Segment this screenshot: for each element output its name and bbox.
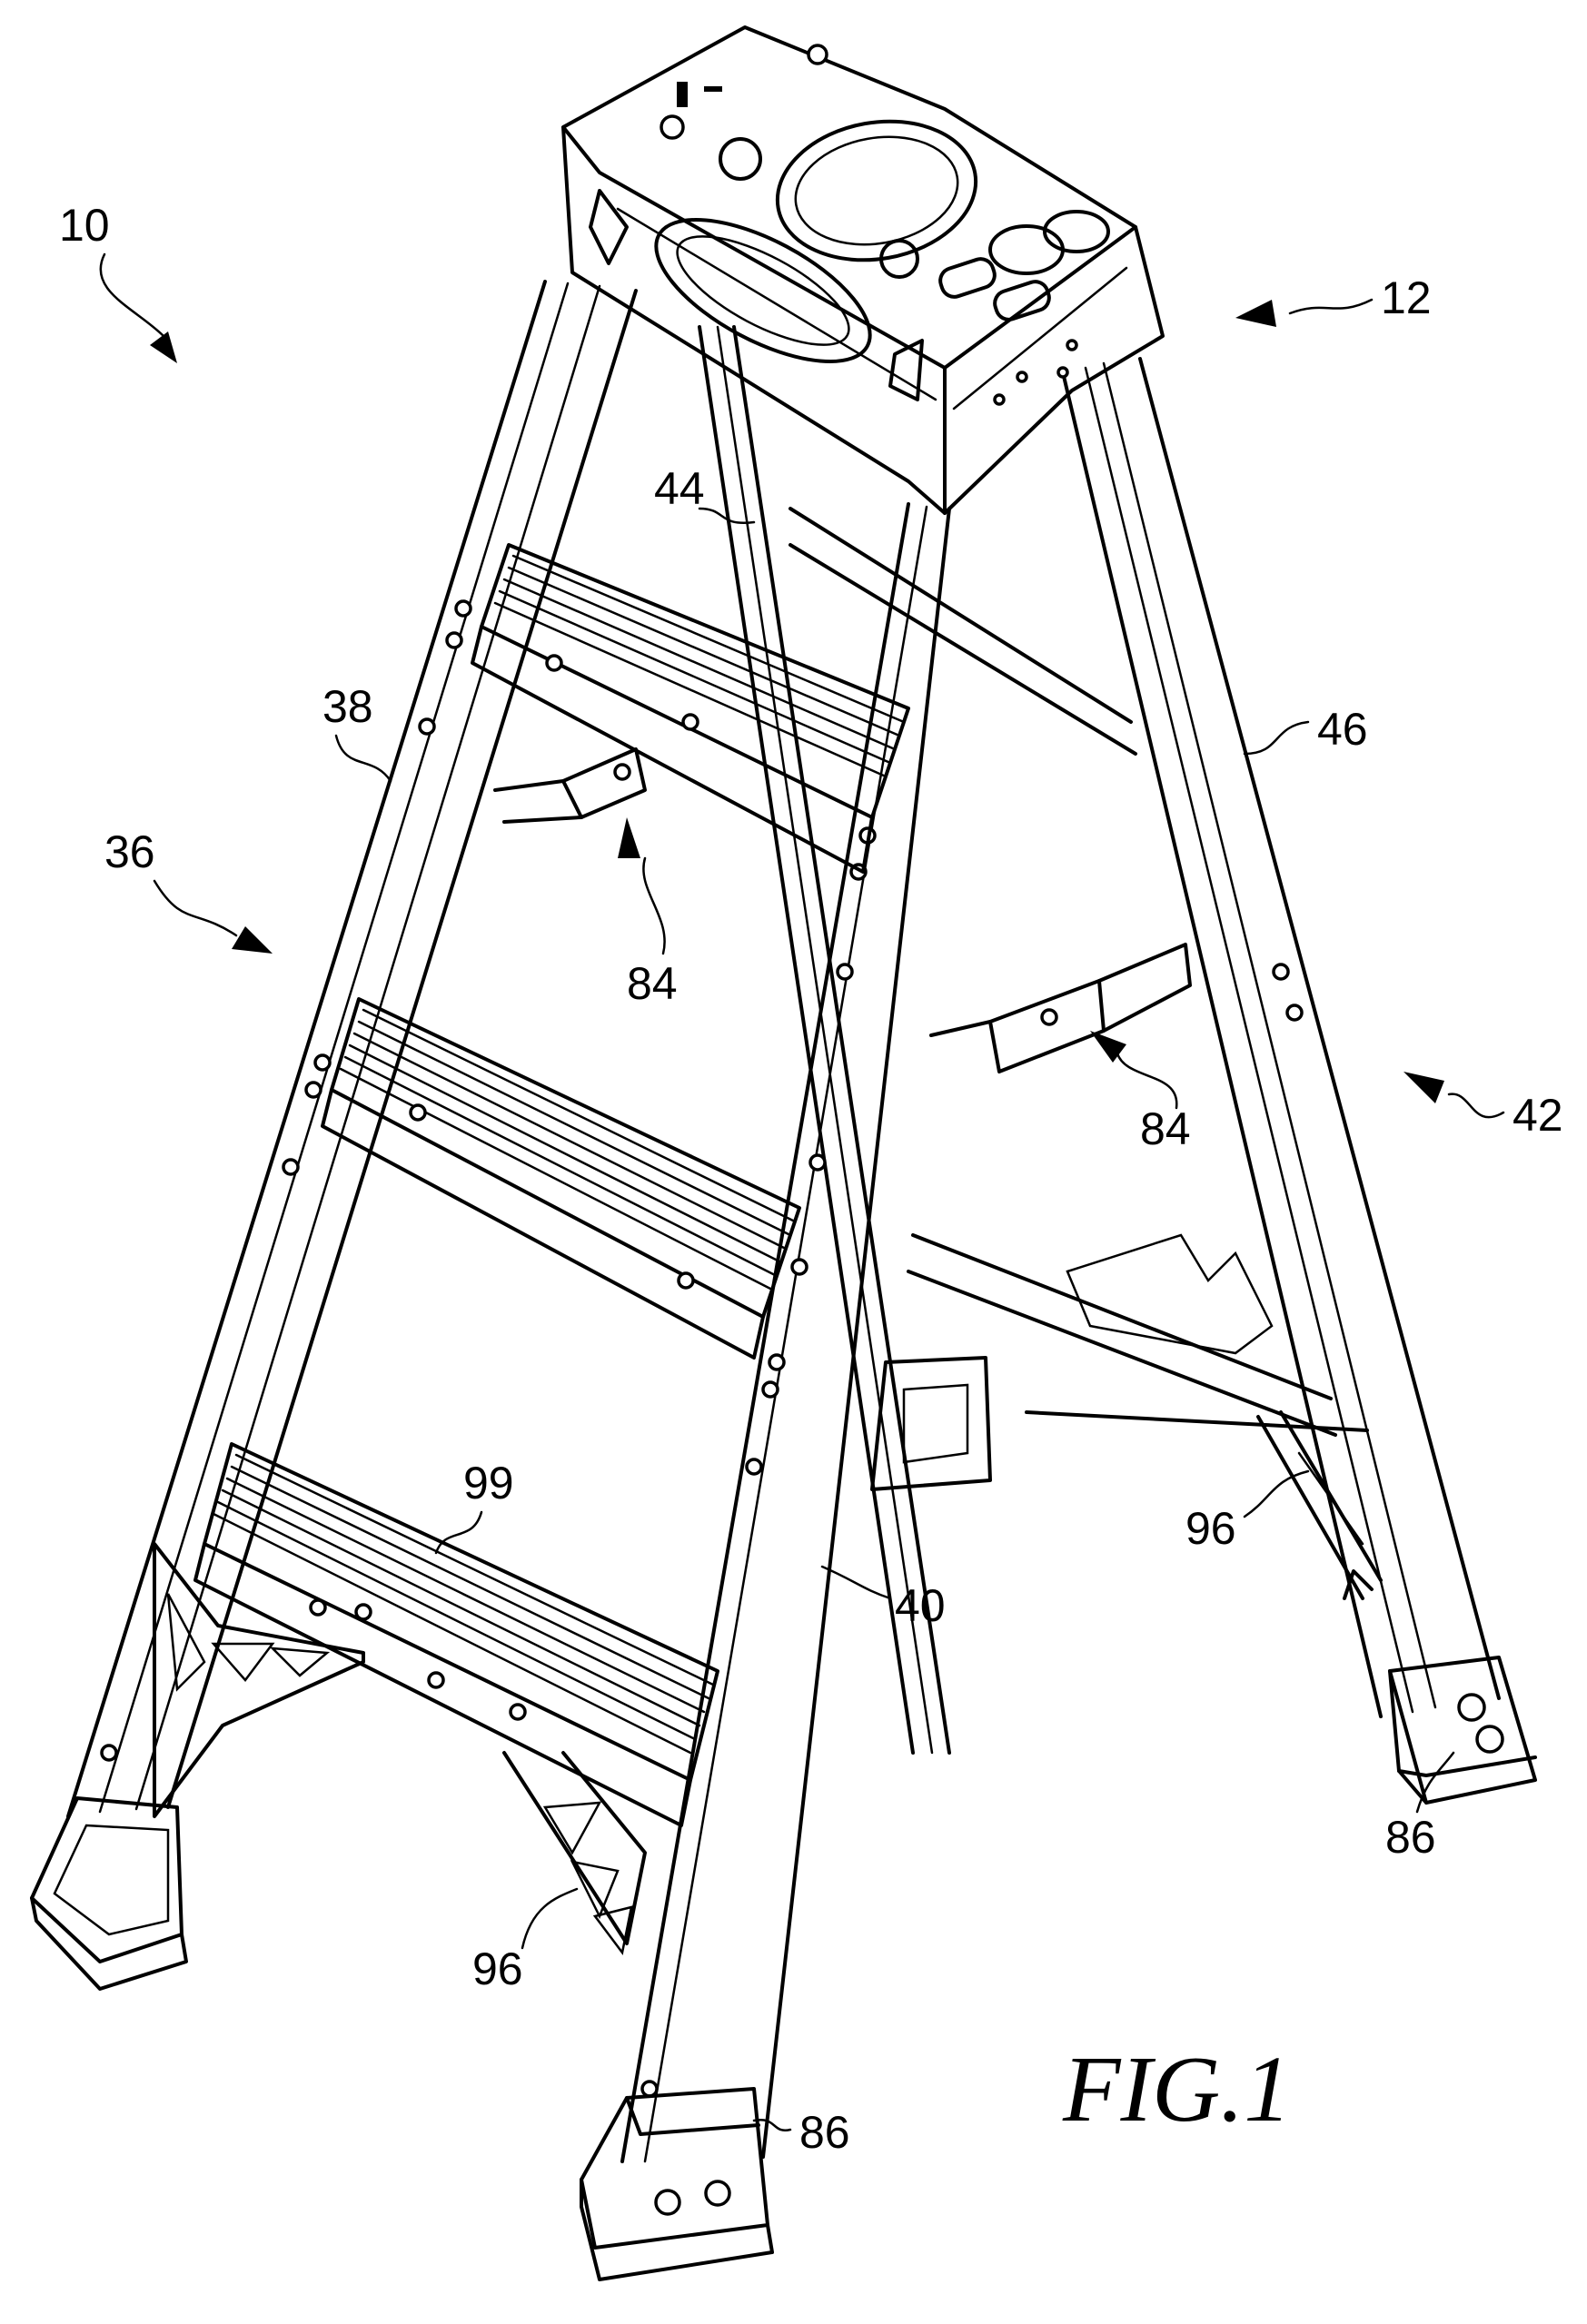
rear-left-rail: [699, 327, 949, 1753]
label-99: 99: [463, 1458, 514, 1508]
rear-right-foot: [1390, 1657, 1535, 1803]
label-84-left: 84: [627, 958, 678, 1009]
label-96-rear: 96: [1185, 1503, 1236, 1554]
rear-right-rail: [1063, 359, 1499, 1716]
front-section: [32, 282, 1190, 2279]
figure-caption: FIG.1: [1062, 2037, 1291, 2141]
front-right-foot: [581, 2089, 772, 2279]
label-46: 46: [1317, 704, 1368, 755]
label-86-rear: 86: [1385, 1812, 1436, 1863]
label-42: 42: [1513, 1090, 1563, 1141]
spreader-right: [931, 944, 1190, 1072]
spreader-left: [495, 749, 645, 822]
front-brace: [504, 1753, 645, 1953]
label-84-right: 84: [1140, 1103, 1191, 1154]
front-left-foot: [32, 1798, 186, 1989]
label-40: 40: [895, 1580, 946, 1631]
label-36: 36: [104, 826, 155, 877]
label-38: 38: [322, 681, 373, 732]
rear-section: [699, 327, 1535, 1803]
label-44: 44: [654, 463, 705, 514]
front-right-rail: [622, 504, 949, 2161]
top-cap: [563, 27, 1163, 513]
reference-labels: 10 12 36 38 44 46 84 84 42 99: [59, 200, 1563, 2158]
label-12: 12: [1381, 272, 1432, 323]
step-middle: [322, 999, 799, 1358]
label-96-front: 96: [472, 1943, 523, 1994]
front-left-brace: [154, 1544, 363, 1816]
step-top: [472, 545, 908, 872]
label-86-front: 86: [799, 2107, 850, 2158]
label-10: 10: [59, 200, 110, 251]
